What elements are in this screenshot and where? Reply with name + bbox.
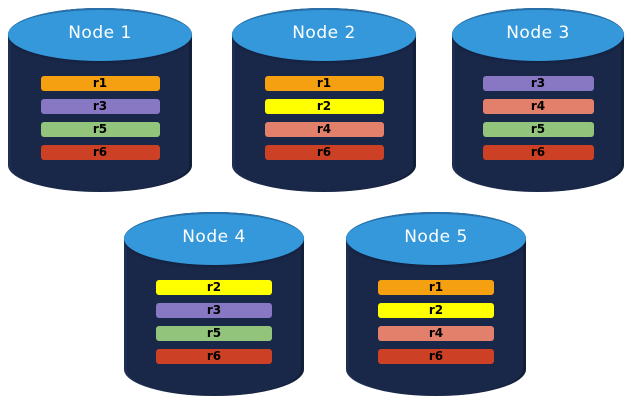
database-node-4[interactable]: Node 4 r2 r3 r5 r6 xyxy=(124,212,304,396)
node-label: Node 5 xyxy=(404,227,468,247)
replica-list: r1 r3 r5 r6 xyxy=(8,76,192,160)
node-label: Node 4 xyxy=(182,227,246,247)
replica-bar[interactable]: r5 xyxy=(482,122,594,137)
cylinder-top-ellipse xyxy=(452,8,624,61)
replica-bar[interactable]: r4 xyxy=(482,99,594,114)
node-label: Node 2 xyxy=(292,23,356,43)
cylinder-top-ellipse xyxy=(346,212,526,265)
database-node-3[interactable]: Node 3 r3 r4 r5 r6 xyxy=(452,8,624,192)
replica-bar[interactable]: r3 xyxy=(156,303,272,318)
replica-bar[interactable]: r2 xyxy=(378,303,494,318)
replica-bar[interactable]: r4 xyxy=(378,326,494,341)
replica-bar[interactable]: r2 xyxy=(264,99,384,114)
replica-bar[interactable]: r6 xyxy=(482,145,594,160)
replica-list: r1 r2 r4 r6 xyxy=(346,280,526,364)
replica-bar[interactable]: r3 xyxy=(40,99,160,114)
cylinder-top-ellipse xyxy=(232,8,416,61)
replica-bar[interactable]: r6 xyxy=(264,145,384,160)
replica-list: r3 r4 r5 r6 xyxy=(452,76,624,160)
replica-list: r2 r3 r5 r6 xyxy=(124,280,304,364)
replica-bar[interactable]: r6 xyxy=(378,349,494,364)
database-node-5[interactable]: Node 5 r1 r2 r4 r6 xyxy=(346,212,526,396)
replica-bar[interactable]: r5 xyxy=(156,326,272,341)
replica-bar[interactable]: r4 xyxy=(264,122,384,137)
replica-bar[interactable]: r5 xyxy=(40,122,160,137)
replica-bar[interactable]: r1 xyxy=(40,76,160,91)
node-label: Node 3 xyxy=(506,23,570,43)
cylinder-top-ellipse xyxy=(8,8,192,61)
database-node-2[interactable]: Node 2 r1 r2 r4 r6 xyxy=(232,8,416,192)
replica-bar[interactable]: r6 xyxy=(156,349,272,364)
replica-bar[interactable]: r2 xyxy=(156,280,272,295)
replica-list: r1 r2 r4 r6 xyxy=(232,76,416,160)
database-node-1[interactable]: Node 1 r1 r3 r5 r6 xyxy=(8,8,192,192)
node-label: Node 1 xyxy=(68,23,132,43)
replica-bar[interactable]: r3 xyxy=(482,76,594,91)
replica-bar[interactable]: r1 xyxy=(378,280,494,295)
replica-bar[interactable]: r6 xyxy=(40,145,160,160)
cylinder-top-ellipse xyxy=(124,212,304,265)
replica-bar[interactable]: r1 xyxy=(264,76,384,91)
